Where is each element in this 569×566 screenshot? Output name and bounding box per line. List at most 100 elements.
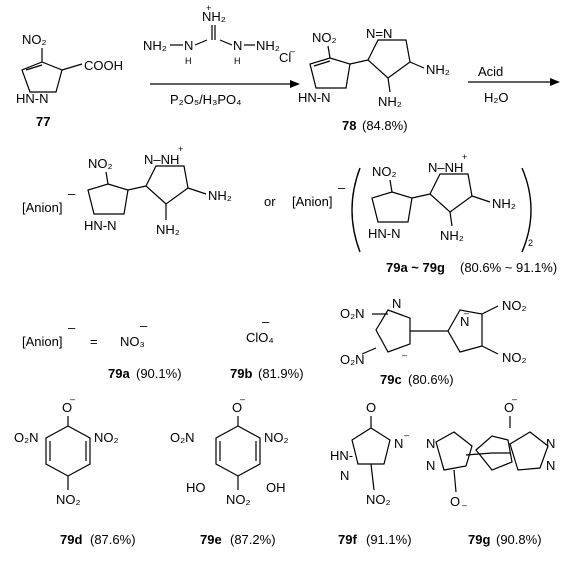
pyrazole-hn-label: HN-N xyxy=(298,90,331,105)
perchlorate-label: ClO₄ xyxy=(246,330,274,345)
salt-form-b: [Anion] – NO₂ N–NH + NH₂ NH₂ HN-N 2 79a … xyxy=(292,152,557,275)
n-amino-label: NH₂ xyxy=(378,94,402,109)
compound-79a-yield: (90.1%) xyxy=(136,366,182,381)
tetrazole-n-label: N xyxy=(546,458,555,473)
tetrazole-n-label: N xyxy=(546,436,555,451)
chloride-charge: – xyxy=(290,46,295,56)
reagent-nh2-right: NH₂ xyxy=(256,38,280,53)
equals-sign: = xyxy=(90,334,98,349)
nitro-group-label: O₂N xyxy=(340,352,365,367)
hydroxyl-label: OH xyxy=(266,480,286,495)
negative-charge: – xyxy=(464,308,469,318)
negative-charge: – xyxy=(240,394,245,404)
nitro-group-label: NO₂ xyxy=(94,430,119,445)
reaction-step-2: Acid H₂O xyxy=(468,64,560,105)
phenolate-o-label: O xyxy=(232,400,242,415)
amino-label: NH₂ xyxy=(426,62,450,77)
compound-79c-yield: (80.6%) xyxy=(408,372,454,387)
triazole-nn-label: N=N xyxy=(366,26,392,41)
reaction-step-1: NH₂ + NH₂ N H N H NH₂ Cl – P₂O₅/H₃PO₄ xyxy=(143,3,300,107)
n-oxide-label: O xyxy=(450,494,460,509)
reagent-n1: N xyxy=(184,38,193,53)
nitro-group-label: NO₂ xyxy=(366,492,391,507)
anion-label: [Anion] xyxy=(292,194,332,209)
series-yield: (80.6% ~ 91.1%) xyxy=(460,260,557,275)
plus-charge: + xyxy=(206,3,211,13)
triazole-hn-label: HN- xyxy=(330,448,353,463)
nitro-group-label: O₂N xyxy=(14,430,39,445)
anion-label: [Anion] xyxy=(22,200,62,215)
compound-78-label: 78 xyxy=(342,118,356,133)
nitro-group-label: NO₂ xyxy=(502,350,527,365)
negative-charge: – xyxy=(462,500,467,510)
compound-79d-label: 79d xyxy=(60,532,82,547)
perchlorate-charge: – xyxy=(262,314,270,329)
anion-definition: [Anion] – = xyxy=(22,320,98,349)
pyrazole-hn-label: HN-N xyxy=(368,226,401,241)
compound-79c: O₂N N – N – NO₂ NO₂ O₂N 79c (80.6%) xyxy=(340,296,527,387)
compound-79a-label: 79a xyxy=(108,366,130,381)
negative-charge: – xyxy=(402,350,407,360)
imidazole-n-label: N xyxy=(392,296,401,311)
nitrate-label: NO₃ xyxy=(120,334,145,349)
n-oxide-label: O xyxy=(504,400,514,415)
compound-77-label: 77 xyxy=(36,114,50,129)
nitro-group-label: NO₂ xyxy=(502,298,527,313)
compound-78-yield: (84.8%) xyxy=(362,118,408,133)
anion-charge: – xyxy=(68,320,76,335)
pyrazole-hn-label: HN-N xyxy=(16,91,49,106)
nitro-group-label: NO₂ xyxy=(56,492,81,507)
hydroxyl-label: HO xyxy=(186,480,206,495)
nitro-group-label: NO₂ xyxy=(22,32,47,47)
compound-79a: NO₃ – 79a (90.1%) xyxy=(108,318,182,381)
reagent-h2n-label: NH₂ xyxy=(143,38,167,53)
compound-79f: O HN- N N – NO₂ 79f (91.1%) xyxy=(330,400,412,547)
nitro-group-label: NO₂ xyxy=(226,492,251,507)
compound-79e-yield: (87.2%) xyxy=(230,532,276,547)
anion-charge: – xyxy=(68,186,76,201)
reagent-nh2-top: NH₂ xyxy=(202,9,226,24)
amino-label: NH₂ xyxy=(492,196,516,211)
compound-79b: ClO₄ – 79b (81.9%) xyxy=(230,314,304,381)
nitro-group-label: NO₂ xyxy=(312,30,337,45)
compound-79f-label: 79f xyxy=(338,532,357,547)
or-label: or xyxy=(264,194,276,209)
compound-79d-yield: (87.6%) xyxy=(90,532,136,547)
nitrate-charge: – xyxy=(140,318,148,333)
reagent-h2: H xyxy=(234,56,241,66)
pyrazole-hn-label: HN-N xyxy=(84,218,117,233)
anion-charge: – xyxy=(338,180,346,195)
triazole-n-label: N xyxy=(394,436,403,451)
reagent-n2: N xyxy=(233,38,242,53)
negative-charge: – xyxy=(512,394,517,404)
carbonyl-o-label: O xyxy=(366,400,376,415)
compound-79f-yield: (91.1%) xyxy=(366,532,412,547)
compound-77: NO₂ COOH HN-N 77 xyxy=(16,32,123,129)
stoichiometry-subscript: 2 xyxy=(528,238,533,248)
carboxyl-label: COOH xyxy=(84,58,123,73)
tetrazole-n-label: N xyxy=(426,458,435,473)
plus-charge: + xyxy=(462,152,467,162)
nitro-group-label: NO₂ xyxy=(372,164,397,179)
nitro-group-label: O₂N xyxy=(340,306,365,321)
compound-78: NO₂ N=N NH₂ NH₂ HN-N 78 (84.8%) xyxy=(298,26,450,133)
triazolium-label: N–NH xyxy=(144,152,179,167)
tetrazole-n-label: N xyxy=(426,436,435,451)
chloride-label: Cl xyxy=(279,50,291,65)
n-amino-label: NH₂ xyxy=(156,222,180,237)
compound-79g: O – N N N N O – 79g (90.8%) xyxy=(426,394,555,547)
water-label: H₂O xyxy=(484,90,509,105)
anion-label: [Anion] xyxy=(22,334,62,349)
compound-79g-label: 79g xyxy=(468,532,490,547)
triazole-n-label: N xyxy=(340,468,349,483)
compound-79b-label: 79b xyxy=(230,366,252,381)
reagent-h1: H xyxy=(185,56,192,66)
imidazole-n-label: N xyxy=(460,314,469,329)
phenolate-o-label: O xyxy=(62,400,72,415)
salt-form-a: [Anion] – NO₂ N–NH + NH₂ NH₂ HN-N xyxy=(22,144,232,237)
nitro-group-label: O₂N xyxy=(170,430,195,445)
triazolium-label: N–NH xyxy=(428,160,463,175)
compound-79e: O – O₂N NO₂ HO OH NO₂ 79e (87.2%) xyxy=(170,394,289,547)
compound-79c-label: 79c xyxy=(380,372,402,387)
